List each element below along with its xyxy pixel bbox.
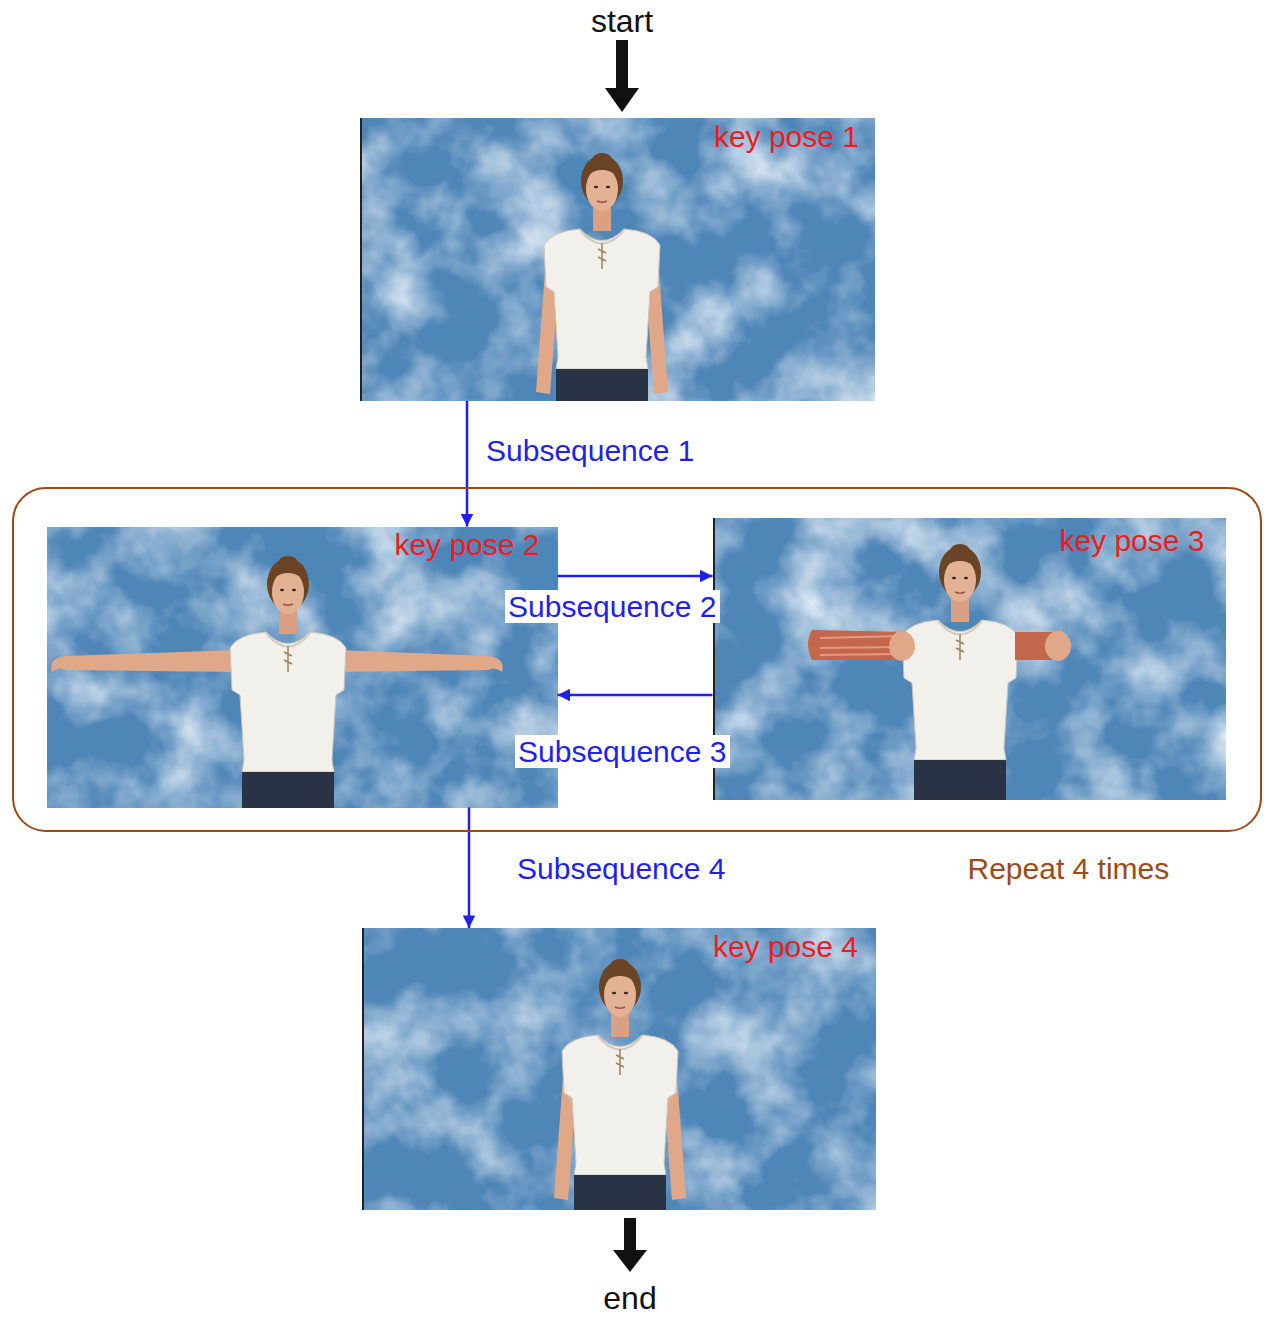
flow-terminal-label: end bbox=[603, 1281, 656, 1316]
subsequence-label: Subsequence 2 bbox=[505, 590, 720, 623]
pose-label: key pose 2 bbox=[394, 528, 539, 561]
repeat-note: Repeat 4 times bbox=[968, 852, 1170, 885]
flow-terminal-label: start bbox=[591, 4, 653, 39]
flow-arrow bbox=[558, 694, 713, 697]
key-pose-panel: key pose 4 bbox=[362, 928, 876, 1210]
repeat-group: Repeat 4 timeskey pose 2key pose 3 bbox=[12, 487, 1262, 832]
key-pose-panel: key pose 1 bbox=[360, 118, 875, 401]
flow-arrow bbox=[558, 575, 713, 578]
key-pose-panel: key pose 2 bbox=[47, 527, 558, 808]
pose-label: key pose 1 bbox=[714, 120, 859, 153]
key-pose-panel: key pose 3 bbox=[713, 518, 1226, 800]
flow-arrow bbox=[466, 401, 469, 527]
subsequence-label: Subsequence 4 bbox=[514, 852, 729, 885]
pose-label: key pose 3 bbox=[1059, 524, 1204, 557]
flow-arrow bbox=[468, 808, 471, 929]
pose-label: key pose 4 bbox=[713, 930, 858, 963]
subsequence-label: Subsequence 1 bbox=[483, 434, 698, 467]
subsequence-label: Subsequence 3 bbox=[515, 735, 730, 768]
